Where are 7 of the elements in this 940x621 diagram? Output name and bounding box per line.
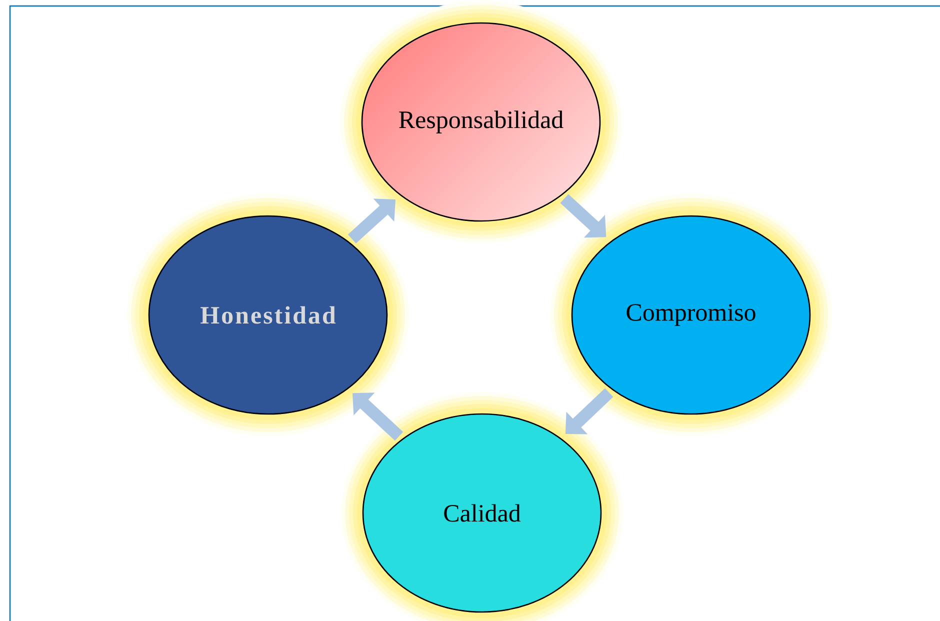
chevron-arrow	[352, 392, 404, 441]
ellipse-node: Responsabilidad	[361, 22, 601, 222]
ellipse-node: Calidad	[362, 413, 602, 613]
ellipse-node: Honestidad	[148, 215, 388, 415]
chevron-arrow	[565, 388, 614, 434]
ellipse-node: Compromiso	[571, 215, 811, 415]
chevron-arrow	[560, 194, 606, 238]
